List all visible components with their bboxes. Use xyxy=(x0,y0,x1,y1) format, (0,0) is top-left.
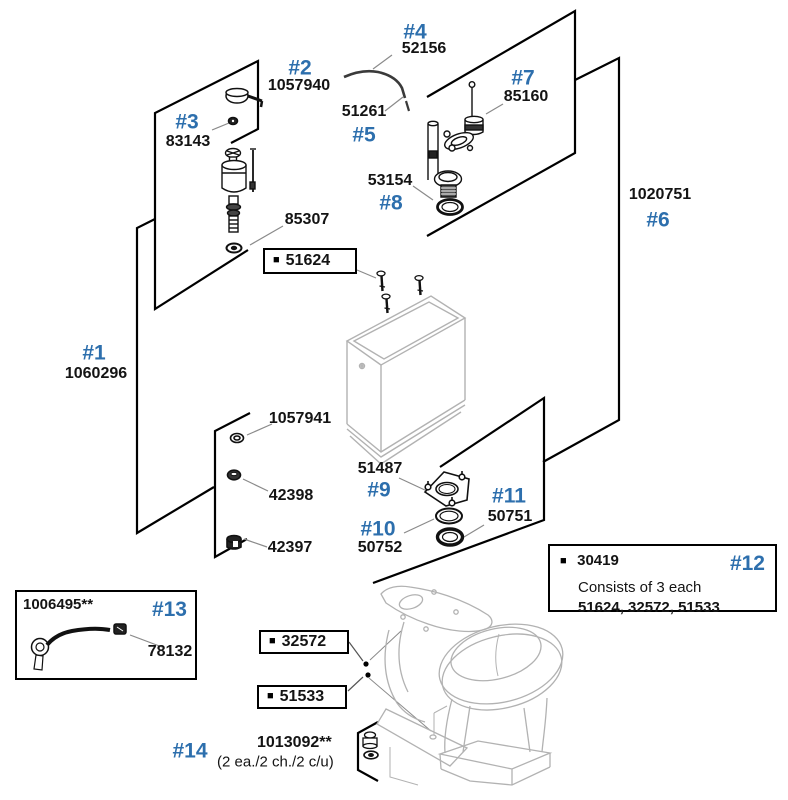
callout-6-num[interactable]: #6 xyxy=(646,208,670,232)
handle-drawing xyxy=(225,87,264,126)
panel-1-outline xyxy=(135,218,215,535)
callout-1057941: 1057941 xyxy=(268,410,332,427)
callout-42398: 42398 xyxy=(268,487,314,504)
callout-7-part: 85160 xyxy=(503,88,549,105)
panel-14-bracket xyxy=(356,721,379,782)
partbox-32572: ■ 32572 xyxy=(259,630,349,654)
partbox-51533: ■ 51533 xyxy=(257,685,347,709)
callout-11-num[interactable]: #11 xyxy=(492,484,526,508)
partbox-51624: ■ 51624 xyxy=(263,248,357,274)
square-marker-icon: ■ xyxy=(560,555,567,567)
callout-11-part: 50751 xyxy=(487,508,533,525)
tank-drawing xyxy=(345,295,467,465)
panel-outlines xyxy=(135,9,621,782)
callout-9-num[interactable]: #9 xyxy=(367,478,391,502)
callout-14-qty: (2 ea./2 ch./2 c/u) xyxy=(217,753,334,771)
refill-tube-drawing xyxy=(343,69,411,112)
kit-box-12-contents: 51624, 32572, 51533 xyxy=(578,599,720,616)
partbox-32572-label: 32572 xyxy=(281,633,327,650)
caps-drawing xyxy=(362,731,379,760)
partbox-51533-label: 51533 xyxy=(279,688,325,705)
callout-12-num[interactable]: #12 xyxy=(729,552,765,575)
callout-14-num[interactable]: #14 xyxy=(172,739,208,763)
callout-6-part: 1020751 xyxy=(628,186,692,203)
kit-box-12-desc: Consists of 3 each xyxy=(578,579,702,596)
callout-1-part: 1060296 xyxy=(64,365,128,382)
tank-washers-drawing xyxy=(226,432,245,550)
callout-5-part: 51261 xyxy=(341,103,387,120)
bowl-bolt-dots xyxy=(363,661,371,678)
callout-78132: 78132 xyxy=(147,643,193,660)
flush-valve-drawing xyxy=(427,120,464,216)
bowl-drawing xyxy=(376,585,564,786)
callout-3-part: 83143 xyxy=(165,133,211,150)
callout-5-num[interactable]: #5 xyxy=(352,123,376,147)
leader-lines xyxy=(129,54,504,732)
callout-4-num[interactable]: #4 xyxy=(403,20,427,44)
callout-7-num[interactable]: #7 xyxy=(511,66,535,90)
tank-to-bowl-drawing xyxy=(423,471,470,547)
square-marker-icon: ■ xyxy=(273,254,280,266)
panel-2-3-outline xyxy=(153,59,260,312)
float-drawing xyxy=(443,80,484,152)
callout-9-part: 51487 xyxy=(357,460,403,477)
trip-lever-drawing xyxy=(30,623,127,671)
callout-14-part: 1013092** xyxy=(257,734,332,751)
panel-7-outline xyxy=(426,9,577,237)
callout-10-num[interactable]: #10 xyxy=(360,517,396,541)
kit-box-12-part: 30419 xyxy=(577,552,619,569)
panel-9-11-outline xyxy=(372,395,546,585)
panel-6-outline xyxy=(542,56,621,463)
fill-valve-drawing xyxy=(221,147,256,254)
callout-10-part: 50752 xyxy=(357,539,403,556)
callout-42397: 42397 xyxy=(267,539,313,556)
square-marker-icon: ■ xyxy=(269,635,276,647)
callout-2-num[interactable]: #2 xyxy=(288,56,312,80)
tank-bolts-drawing xyxy=(376,270,424,314)
callout-8-num[interactable]: #8 xyxy=(379,191,403,215)
callout-2-part: 1057940 xyxy=(267,77,331,94)
callout-1-num[interactable]: #1 xyxy=(82,341,106,365)
kit-box-12: ■ 30419 #12 Consists of 3 each 51624, 32… xyxy=(548,544,777,616)
callout-3-num[interactable]: #3 xyxy=(175,110,199,134)
callout-8-part: 53154 xyxy=(367,172,413,189)
partbox-51624-label: 51624 xyxy=(285,252,331,269)
callout-85307: 85307 xyxy=(284,211,330,228)
callout-13-num[interactable]: #13 xyxy=(151,598,187,621)
square-marker-icon: ■ xyxy=(267,690,274,702)
lever-box-13: 1006495** #13 78132 xyxy=(15,590,197,680)
callout-4-part: 52156 xyxy=(401,40,447,57)
lever-box-13-part: 1006495** xyxy=(23,596,94,613)
